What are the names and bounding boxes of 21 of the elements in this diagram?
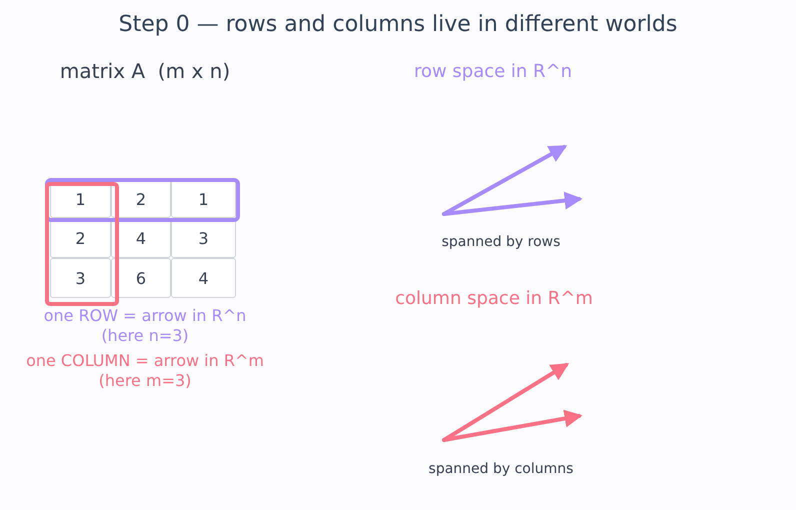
matrix-cell [171, 258, 236, 298]
cell-value: 4 [198, 268, 209, 288]
cell-value: 1 [75, 190, 86, 208]
cell-value: 3 [75, 268, 86, 288]
matrix-cell [50, 258, 111, 298]
note: one ROW = arrow in R^n (here n=3) [42, 306, 248, 346]
cell-value: 2 [75, 228, 86, 248]
note: one COLUMN = arrow in R^m (here m=3) [25, 351, 265, 391]
cell-value: 3 [198, 228, 209, 248]
matrix-cell [111, 258, 171, 298]
caption: spanned by rows [440, 233, 562, 252]
cell-value: 2 [136, 190, 146, 208]
matrix-heading: matrix A (m x n) [58, 61, 232, 81]
row-space-heading: row space in R^n [412, 62, 574, 82]
matrix-cell [171, 180, 236, 218]
cell-value: 1 [198, 190, 209, 208]
column-space-heading: column space in R^m [394, 289, 594, 309]
caption: spanned by columns [428, 460, 574, 479]
cell-value: 6 [136, 268, 146, 288]
cell-value: 4 [136, 228, 146, 248]
title: Step 0 — rows and columns live in different worlds [118, 11, 678, 39]
